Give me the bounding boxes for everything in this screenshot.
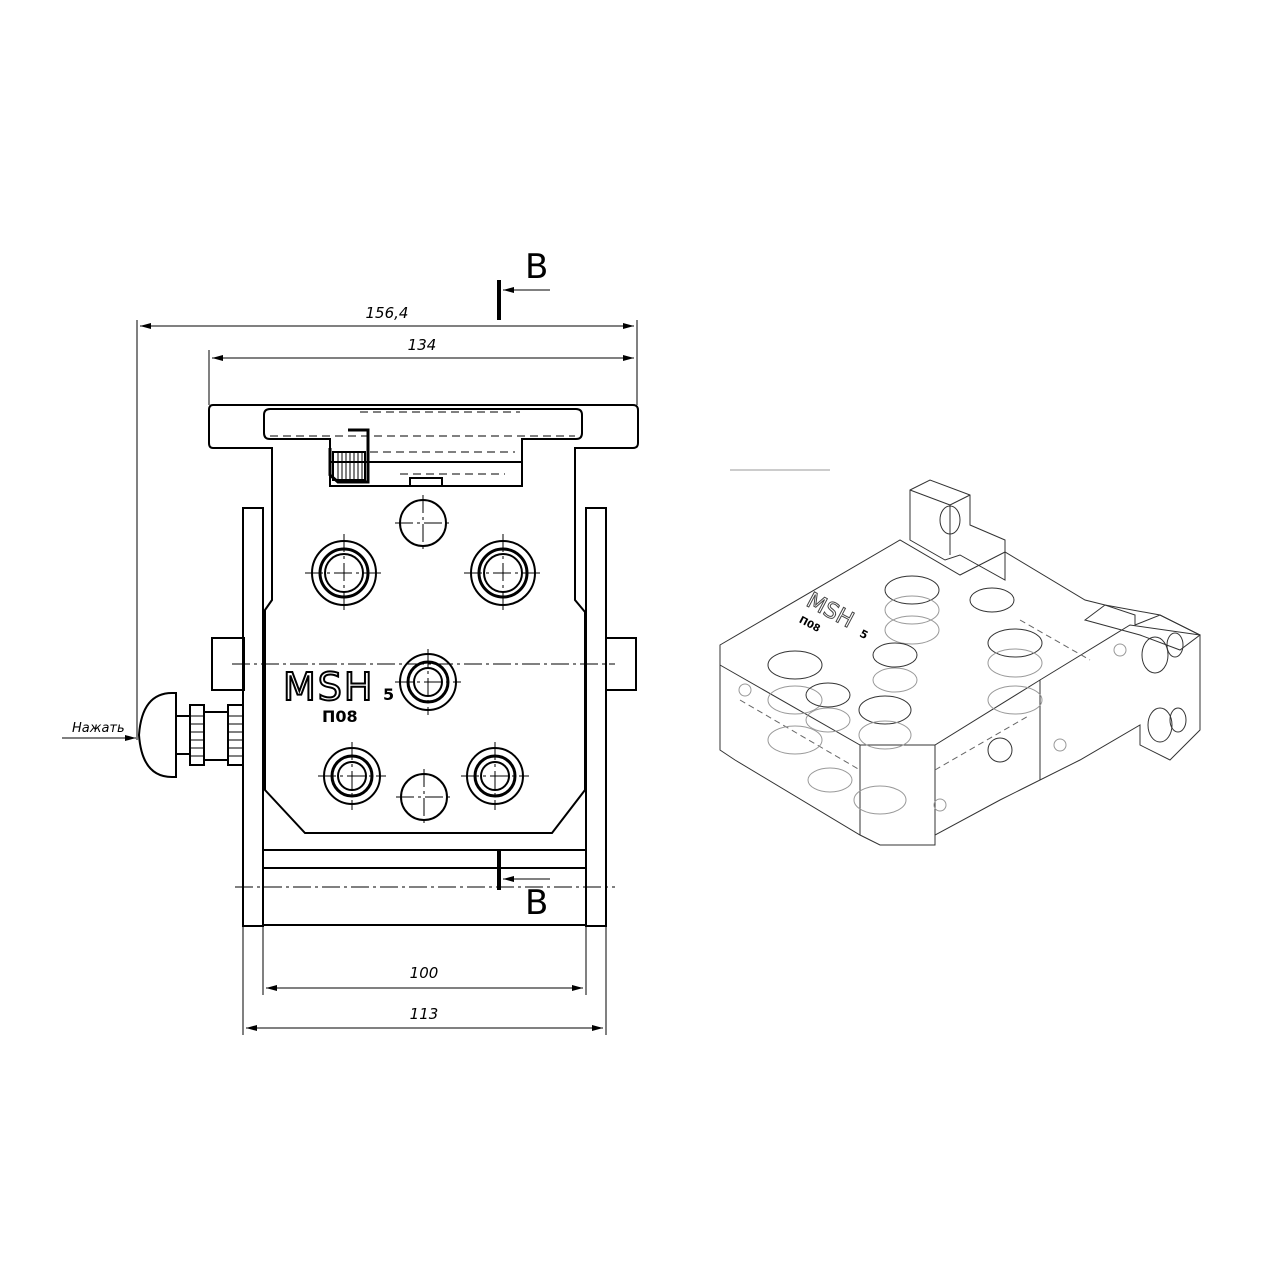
hole-top-center <box>395 495 451 551</box>
iso-logo-index: 5 <box>857 627 870 642</box>
spring <box>328 428 370 484</box>
isometric-view: MSH 5 П08 <box>719 469 1201 846</box>
section-mark-bottom: B <box>497 850 550 923</box>
logo-index: 5 <box>383 685 394 704</box>
push-knob: Нажать <box>62 692 244 778</box>
iso-hidden-2 <box>934 714 1031 771</box>
dimension-plate-width-label: 134 <box>408 336 437 354</box>
iso-top-bracket <box>909 479 1006 581</box>
dimension-outer-width-label: 113 <box>410 1005 439 1023</box>
top-recess <box>263 408 583 487</box>
front-view: 156,4 134 B <box>62 247 639 1035</box>
top-plate-outline <box>208 404 639 834</box>
section-label-top: B <box>525 247 548 287</box>
dimension-plate-width: 134 <box>208 336 634 405</box>
iso-hidden-1 <box>739 699 861 771</box>
left-side-rail <box>242 507 264 927</box>
iso-right-bracket <box>1083 604 1201 651</box>
top-slot <box>409 477 443 487</box>
logo-text: MSH <box>283 665 374 709</box>
hole-lower-left <box>318 742 386 810</box>
dimension-inner-width-label: 100 <box>410 964 439 982</box>
dimension-outer-width: 113 <box>242 926 607 1035</box>
right-tab <box>605 637 637 691</box>
section-mark-top: B <box>497 247 550 320</box>
hole-upper-left <box>305 534 383 612</box>
hole-center <box>395 649 461 715</box>
iso-body-outline <box>719 539 1201 846</box>
knob-head <box>137 692 177 778</box>
dimension-inner-width: 100 <box>262 926 587 995</box>
dimension-overall-width: 156,4 <box>136 304 638 740</box>
iso-logo: MSH 5 П08 <box>797 588 870 642</box>
iso-hidden-3 <box>1019 619 1091 661</box>
right-side-rail <box>585 507 607 927</box>
logo-model: П08 <box>322 707 358 726</box>
push-label: Нажать <box>72 721 125 736</box>
dimension-overall-width-label: 156,4 <box>366 304 409 322</box>
hole-lower-right <box>461 742 529 810</box>
front-logo: MSH 5 П08 <box>282 664 394 726</box>
hole-upper-right <box>464 534 542 612</box>
hole-lower-center <box>396 769 452 825</box>
iso-top-edge <box>719 624 1201 746</box>
section-label-bottom: B <box>525 883 548 923</box>
iso-holes <box>738 575 1127 815</box>
